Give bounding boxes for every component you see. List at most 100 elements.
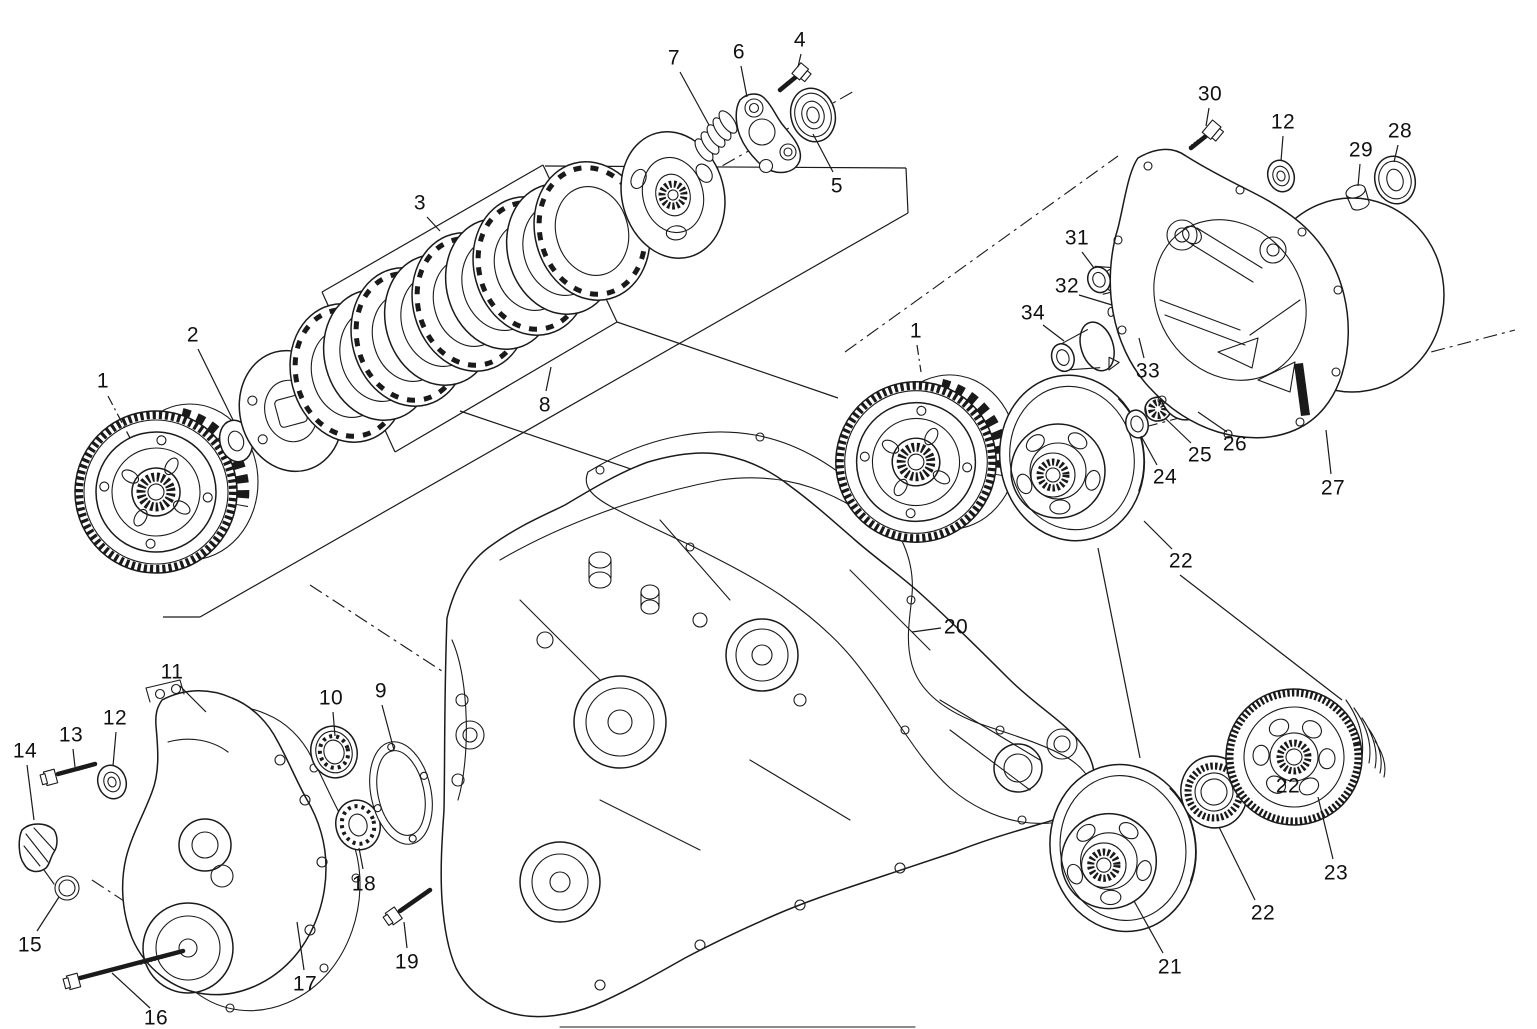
leader-line-6 [740, 65, 748, 98]
vent-plug-drawing [1345, 184, 1370, 211]
leader-line-10 [332, 711, 336, 737]
leader-line-23 [1317, 796, 1334, 860]
cover-bolt-upper-drawing [39, 761, 98, 787]
leader-line-31 [1081, 251, 1095, 269]
leader-line-28 [1393, 144, 1399, 163]
part-label-26: 26 [1223, 433, 1247, 456]
leader-line-3 [426, 216, 441, 232]
pressure-plate-drawing [620, 131, 726, 259]
part-label-16: 16 [144, 1007, 168, 1029]
leader-line-13 [72, 748, 76, 768]
part-label-32: 32 [1055, 275, 1079, 298]
part-label-17: 17 [293, 973, 317, 996]
cover-bolt-long-drawing [62, 948, 186, 991]
part-label-10: 10 [319, 687, 343, 710]
part-label-22c: 22 [1276, 775, 1300, 798]
part-label-13: 13 [59, 724, 83, 747]
part-label-8: 8 [539, 394, 551, 417]
part-label-18: 18 [352, 873, 376, 896]
leader-line-7 [679, 71, 710, 126]
part-label-31: 31 [1065, 227, 1089, 250]
leader-line-12a [112, 731, 117, 767]
part-label-15: 15 [18, 934, 42, 957]
leader-line-12b [1280, 135, 1284, 162]
part-label-12b: 12 [1271, 111, 1295, 134]
leader-line-8 [545, 366, 552, 392]
part-label-30: 30 [1198, 83, 1222, 106]
part-label-33: 33 [1136, 360, 1160, 383]
leader-line-26 [1197, 411, 1228, 433]
fill-cap-drawing [18, 823, 58, 885]
leader-line-16 [111, 972, 151, 1009]
cover-bearing-drawing [310, 725, 358, 779]
part-label-21: 21 [1158, 956, 1182, 979]
part-label-22b: 22 [1251, 902, 1275, 925]
cover-bolt-drawing [1188, 119, 1225, 151]
part-label-11: 11 [161, 661, 184, 684]
output-seal-drawing [1373, 155, 1417, 205]
part-label-23: 23 [1324, 862, 1348, 885]
leader-line-1b [916, 344, 922, 373]
leader-line-30 [1205, 107, 1210, 127]
part-label-1b: 1 [910, 320, 922, 343]
leader-line-21 [1133, 900, 1164, 954]
leader-line-18 [358, 847, 364, 870]
part-label-2: 2 [187, 324, 199, 347]
part-label-12a: 12 [103, 707, 127, 730]
part-labels: 1123456789101112121314151617181920212222… [13, 29, 1412, 1029]
leader-line-5 [812, 133, 834, 173]
part-label-19: 19 [395, 951, 419, 974]
leader-line-17 [296, 921, 305, 971]
leader-line-14 [26, 764, 35, 821]
leader-line-24 [1140, 435, 1158, 466]
leader-line-34 [1042, 324, 1065, 342]
rear-cover-drawing [1109, 148, 1445, 439]
part-label-24: 24 [1153, 466, 1177, 489]
pilot-bearing-drawing [789, 87, 837, 143]
part-label-4: 4 [794, 29, 806, 52]
part-label-29: 29 [1349, 139, 1373, 162]
case-bearing-drawing [335, 799, 381, 851]
leader-line-27 [1325, 429, 1332, 475]
leader-line-15 [36, 896, 60, 932]
part-label-28: 28 [1388, 120, 1412, 143]
leader-line-11 [179, 685, 207, 713]
shaft-seal-left-drawing [96, 764, 128, 800]
part-label-34: 34 [1021, 302, 1045, 325]
leader-line-19 [403, 921, 408, 949]
oneway-clutch-housing-drawing [1225, 688, 1386, 826]
leader-line-32 [1078, 294, 1113, 306]
leader-line-29 [1357, 163, 1361, 187]
leader-line-4 [797, 53, 802, 68]
part-label-5: 5 [831, 175, 843, 198]
part-label-14: 14 [13, 740, 37, 763]
cap-oring-drawing [54, 875, 80, 901]
leader-line-9 [381, 704, 395, 751]
part-label-22a: 22 [1169, 550, 1193, 573]
leader-line-2 [197, 348, 234, 421]
part-label-7: 7 [668, 47, 680, 70]
leader-line-22b [1218, 826, 1256, 901]
lifter-bolt-drawing [777, 62, 812, 93]
shaft-seal-right-drawing [1266, 159, 1296, 193]
leader-line-22a [1143, 520, 1173, 550]
leader-line-20 [911, 627, 942, 633]
part-label-9: 9 [375, 680, 387, 703]
lifter-plate-drawing [735, 93, 802, 174]
clutch-spring-drawing [694, 110, 738, 162]
part-label-1a: 1 [97, 370, 109, 393]
part-label-25: 25 [1188, 444, 1212, 467]
leader-line-1a [107, 395, 131, 439]
crankcase-drawing [440, 452, 1096, 1028]
part-label-6: 6 [733, 41, 745, 64]
case-bolt-drawing [382, 887, 433, 926]
part-label-3: 3 [414, 192, 426, 215]
part-label-20: 20 [944, 616, 968, 639]
output-hub-drawing [1050, 321, 1120, 373]
outer-cover-drawing [121, 679, 328, 996]
part-label-27: 27 [1321, 477, 1345, 500]
spacer-washer-drawing [1125, 409, 1149, 439]
round-gasket-drawing [369, 741, 433, 845]
leader-line-33 [1138, 337, 1145, 359]
